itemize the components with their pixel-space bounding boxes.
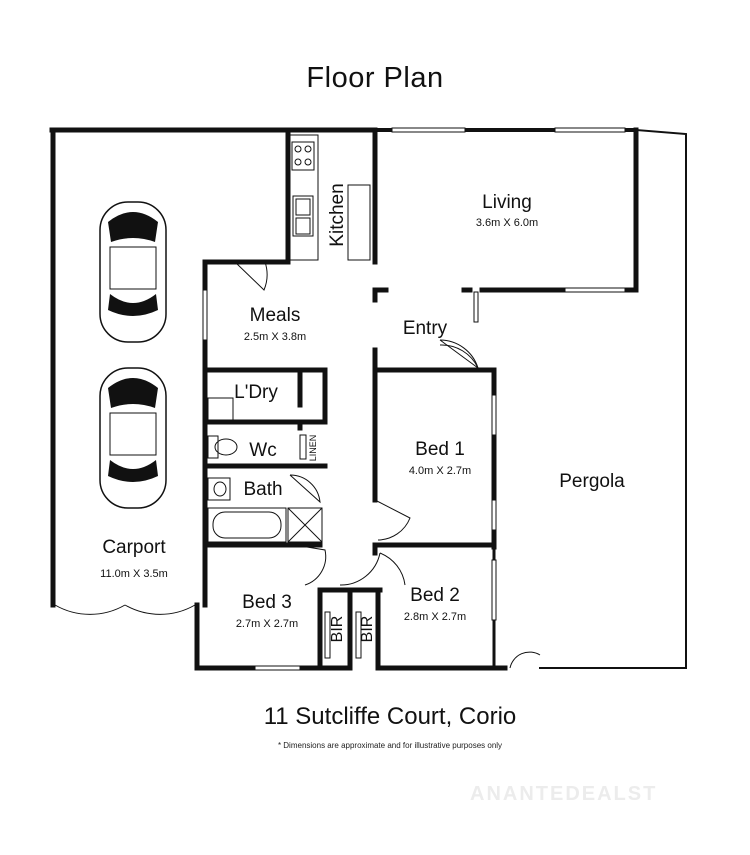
- entry-label: Entry: [403, 318, 448, 339]
- bed3-label: Bed 3: [242, 592, 292, 613]
- carport-label: Carport: [102, 537, 166, 558]
- bed2-label: Bed 2: [410, 585, 460, 606]
- bed2-dims: 2.8m X 2.7m: [404, 611, 466, 623]
- bed3-dims: 2.7m X 2.7m: [236, 618, 298, 630]
- toilet-icon: [207, 435, 238, 459]
- disclaimer: * Dimensions are approximate and for ill…: [277, 741, 503, 750]
- car-icon: [99, 201, 167, 343]
- page-title: Floor Plan: [306, 62, 444, 94]
- door-swings: [54, 261, 541, 669]
- sink-icon: [292, 195, 314, 237]
- shower-icon: [287, 507, 323, 543]
- meals-label: Meals: [250, 305, 301, 326]
- sink-icon: [207, 477, 231, 501]
- bir-right-label: BIR: [359, 616, 376, 643]
- bathtub-icon: [207, 507, 287, 543]
- kitchen-fixtures: [287, 134, 371, 261]
- laundry-label: L'Dry: [234, 382, 278, 403]
- wc-label: Wc: [249, 440, 276, 461]
- stove-icon: [291, 141, 315, 171]
- car-icon: [99, 367, 167, 509]
- pergola-label: Pergola: [559, 471, 625, 492]
- bath-label: Bath: [243, 479, 282, 500]
- kitchen-label: Kitchen: [327, 183, 348, 246]
- windows: [202, 127, 626, 671]
- linen-label: LINEN: [308, 435, 318, 462]
- bed1-label: Bed 1: [415, 439, 465, 460]
- carport-dims: 11.0m X 3.5m: [100, 568, 168, 580]
- bed1-dims: 4.0m X 2.7m: [409, 465, 471, 477]
- floor-plan: Kitchen Living 3.6m X 6.0m Meals 2.5m X …: [49, 127, 687, 671]
- watermark: ANANTEDEALST: [470, 783, 658, 805]
- meals-dims: 2.5m X 3.8m: [244, 331, 306, 343]
- bir-doors: [299, 434, 362, 659]
- living-dims: 3.6m X 6.0m: [476, 217, 538, 229]
- laundry-sink-icon: [207, 397, 234, 421]
- bathroom-fixtures: [207, 397, 323, 543]
- address: 11 Sutcliffe Court, Corio: [263, 703, 517, 730]
- bir-left-label: BIR: [329, 616, 346, 643]
- living-label: Living: [482, 192, 532, 213]
